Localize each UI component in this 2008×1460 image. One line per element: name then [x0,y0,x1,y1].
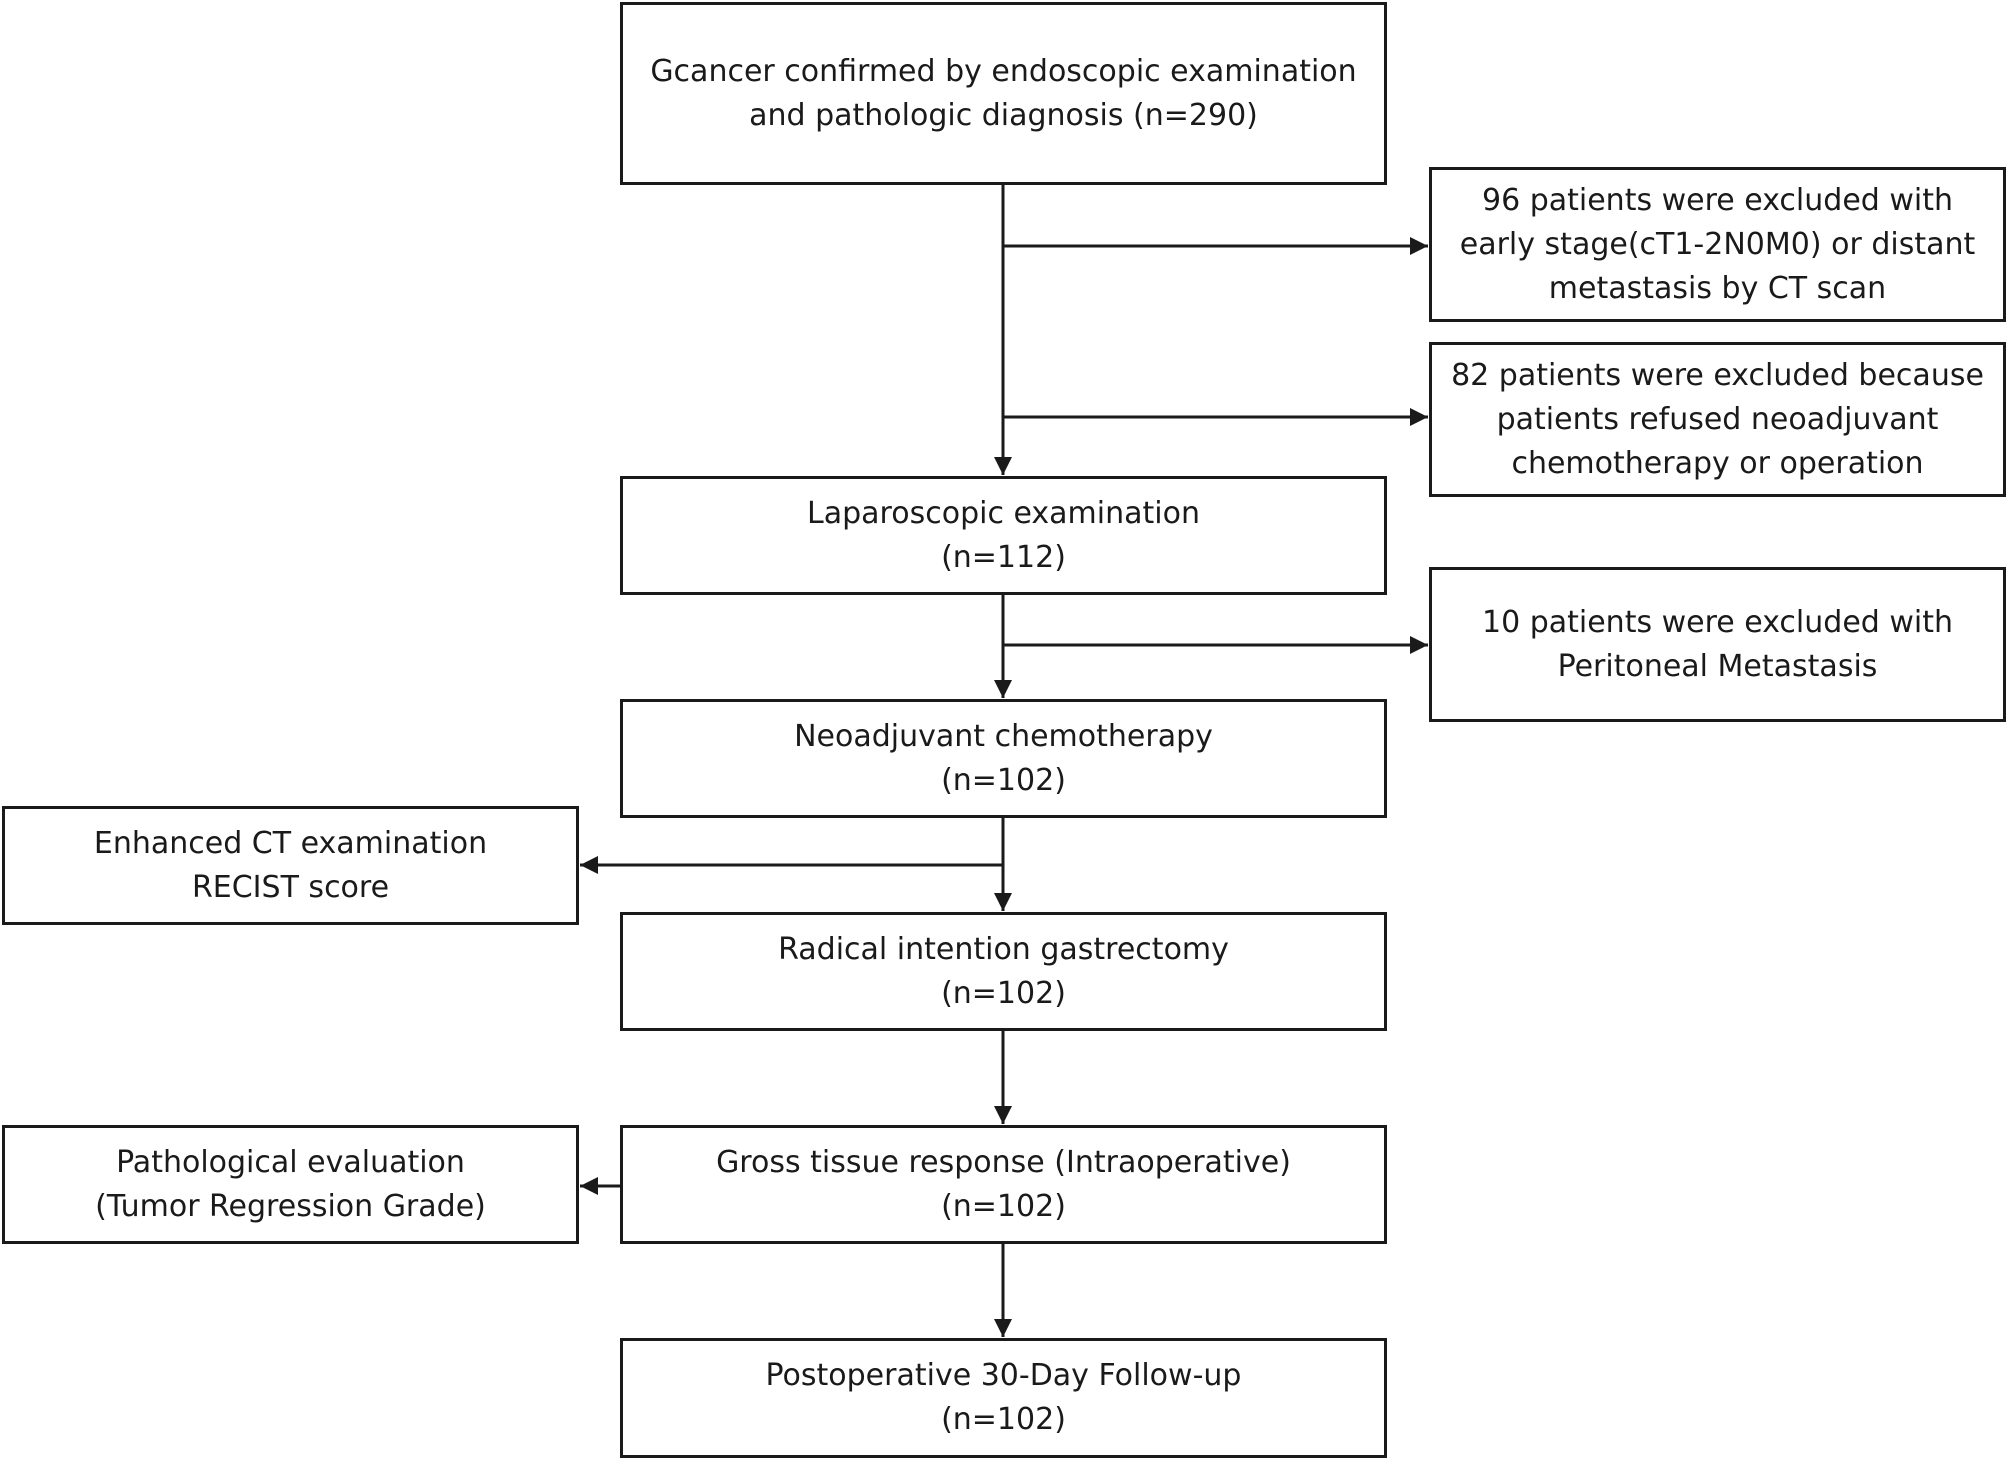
step-follow-up-line-1: Postoperative 30-Day Follow-up [765,1358,1242,1393]
step-chemotherapy: Neoadjuvant chemotherapy (n=102) [620,699,1387,818]
step-follow-up: Postoperative 30-Day Follow-up (n=102) [620,1338,1387,1458]
step-laparoscopy-line-1: Laparoscopic examination [807,495,1200,531]
exclusion-refused-line-1: 82 patients were excluded because [1451,357,1984,393]
pathology-evaluation: Pathological evaluation (Tumor Regressio… [2,1125,579,1244]
step-laparoscopy-line-2: (n=112) [941,539,1066,575]
exclusion-refused-line-2: patients refused neoadjuvant [1496,401,1939,437]
step-chemotherapy-line-2: (n=102) [941,762,1066,798]
step-laparoscopy: Laparoscopic examination (n=112) [620,476,1387,595]
exclusion-peritoneal-line-1: 10 patients were excluded with [1481,604,1954,640]
step-screening: Gcancer confirmed by endoscopic examinat… [620,2,1387,185]
exclusion-refused: 82 patients were excluded because patien… [1429,342,2006,497]
exclusion-staging-line-2: early stage(cT1-2N0M0) or distant [1459,226,1976,262]
ct-evaluation-line-2: RECIST score [191,869,390,905]
exclusion-peritoneal: 10 patients were excluded with Peritonea… [1429,567,2006,722]
ct-evaluation-line-1: Enhanced CT examination [93,825,488,861]
step-gross-response: Gross tissue response (Intraoperative) (… [620,1125,1387,1244]
step-screening-line-1: Gcancer confirmed by endoscopic examinat… [650,53,1357,89]
pathology-evaluation-line-1: Pathological evaluation [116,1144,465,1180]
step-gastrectomy: Radical intention gastrectomy (n=102) [620,912,1387,1031]
step-gastrectomy-line-2: (n=102) [941,975,1066,1011]
exclusion-staging-line-1: 96 patients were excluded with [1481,182,1954,218]
step-gross-response-line-2: (n=102) [941,1188,1066,1224]
pathology-evaluation-line-2: (Tumor Regression Grade) [95,1188,486,1224]
step-gastrectomy-line-1: Radical intention gastrectomy [778,931,1229,967]
exclusion-peritoneal-line-2: Peritoneal Metastasis [1557,648,1878,684]
step-gross-response-line-1: Gross tissue response (Intraoperative) [716,1144,1291,1180]
step-follow-up-line-2: (n=102) [941,1402,1066,1437]
ct-evaluation: Enhanced CT examination RECIST score [2,806,579,925]
step-screening-line-2: and pathologic diagnosis (n=290) [749,97,1258,133]
exclusion-staging-line-3: metastasis by CT scan [1548,270,1887,306]
exclusion-refused-line-3: chemotherapy or operation [1511,445,1924,481]
step-chemotherapy-line-1: Neoadjuvant chemotherapy [794,718,1213,754]
exclusion-staging: 96 patients were excluded with early sta… [1429,167,2006,322]
